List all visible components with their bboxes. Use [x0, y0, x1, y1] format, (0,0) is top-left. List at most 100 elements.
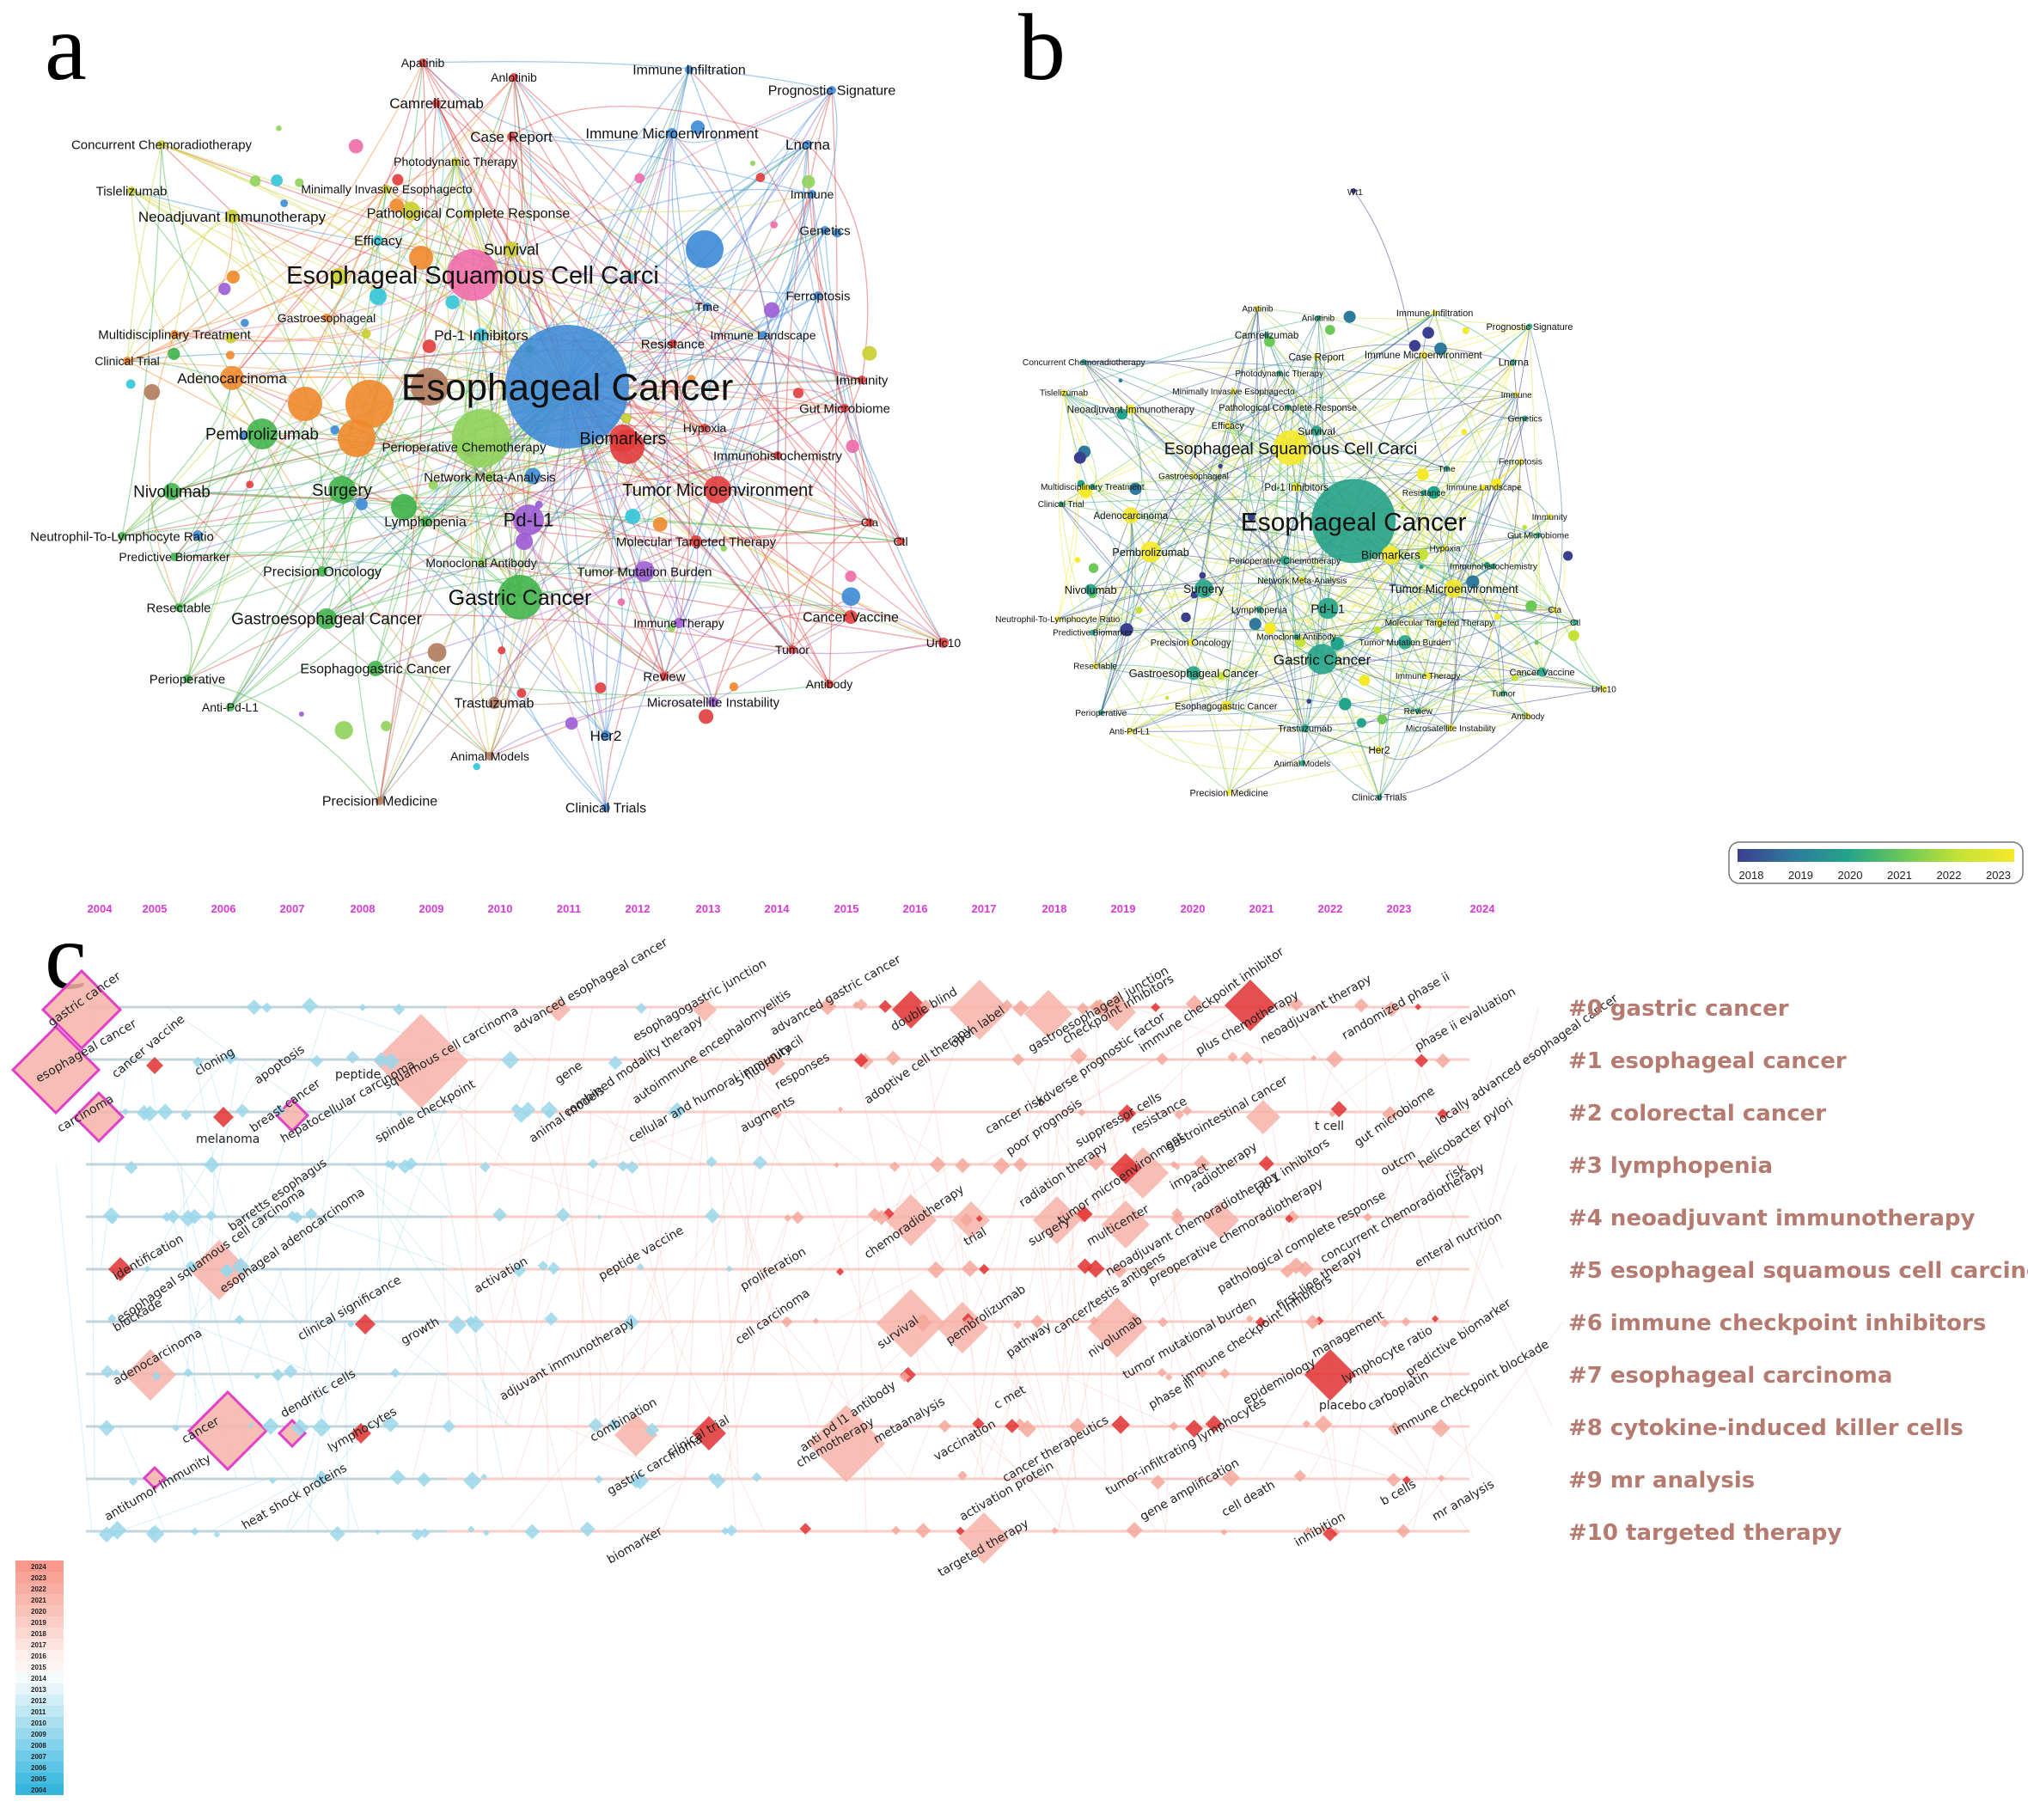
overlay-node-surgery: [1194, 579, 1213, 598]
network-edge: [467, 212, 495, 336]
timeline-node: [855, 998, 868, 1011]
network-edge: [326, 317, 521, 598]
network-edge: [375, 274, 473, 669]
overlay-edge: [1083, 361, 1529, 717]
label-gastroesophageal: Gastroesophageal: [278, 311, 376, 325]
label-tme-abbr: Tme: [695, 300, 719, 314]
network-node: [370, 288, 387, 305]
node-immune-landscape: [759, 331, 767, 339]
overlay-edge: [1225, 534, 1539, 706]
timeline-node: [185, 1260, 197, 1272]
timeline-node: [725, 1524, 738, 1537]
network-edge: [493, 616, 852, 705]
overlay-label-network-ma: Network Meta-Analysis: [1257, 577, 1347, 586]
network-edge: [131, 190, 568, 388]
network-edge: [161, 144, 764, 336]
timeline-node: [835, 1267, 845, 1276]
overlay-edge: [1190, 308, 1258, 643]
network-edge: [231, 76, 515, 379]
legend-year: 2021: [31, 1597, 46, 1604]
colorbar-tick: 2023: [1986, 869, 2011, 882]
year-label: 2007: [280, 902, 305, 915]
timeline-node: [873, 1209, 889, 1225]
overlay-node-network-ma: [1298, 577, 1306, 584]
overlay-node-resistance: [1420, 490, 1427, 496]
network-edge: [326, 562, 645, 620]
timeline-link: [609, 1478, 683, 1532]
timeline-link: [605, 1111, 642, 1165]
overlay-label-tislelizumab: Tislelizumab: [1040, 388, 1089, 398]
overlay-edge: [1257, 308, 1317, 357]
overlay-node: [1120, 623, 1133, 637]
timeline-node: [1078, 1108, 1086, 1117]
overlay-edge: [1189, 673, 1227, 711]
timeline-node: [693, 998, 717, 1022]
year-label: 2010: [488, 902, 513, 915]
label-mie: Minimally Invasive Esophagecto: [301, 182, 472, 196]
network-edge: [622, 437, 944, 644]
network-edge: [186, 678, 381, 802]
overlay-edge: [1084, 361, 1447, 469]
timeline-node: [1353, 998, 1369, 1013]
node-trastuzumab: [488, 697, 500, 709]
timeline-node: [102, 1206, 120, 1225]
timeline-node: [72, 1090, 125, 1144]
network-edge: [811, 193, 944, 644]
node-ferroptosis: [814, 291, 822, 300]
overlay-edge: [1057, 618, 1439, 623]
legend-swatch: [15, 1750, 64, 1762]
network-edge: [379, 248, 512, 802]
timeline-node: [205, 1210, 217, 1222]
overlay-label-lncrna: Lncrna: [1499, 358, 1530, 369]
label-survival: Survival: [484, 241, 539, 258]
network-node: [271, 174, 284, 186]
overlay-edge: [1083, 361, 1303, 581]
network-edge: [379, 248, 512, 802]
timeline-node: [799, 1523, 812, 1535]
overlay-node: [1373, 626, 1382, 634]
timeline-node: [1087, 1153, 1105, 1171]
timeline-link: [756, 1321, 811, 1375]
timeline-link: [614, 1216, 724, 1375]
timeline-node: [375, 1529, 381, 1536]
overlay-edge: [1423, 492, 1543, 673]
overlay-node-lncrna: [1510, 358, 1517, 365]
legend-year: 2007: [31, 1753, 46, 1761]
timeline-node: [246, 999, 262, 1016]
timeline-node: [588, 1417, 603, 1433]
label-anlotinib: Anlotinib: [491, 70, 537, 84]
network-edge: [791, 601, 852, 650]
overlay-edge: [1301, 318, 1324, 764]
overlay-node: [1306, 699, 1312, 704]
overlay-edge: [1290, 447, 1429, 676]
overlay-label-conc-crt: Concurrent Chemoradiotherapy: [1023, 358, 1146, 368]
legend-swatch: [15, 1739, 64, 1750]
overlay-edge: [1090, 583, 1555, 611]
overlay-node: [1351, 188, 1356, 193]
timeline-link: [833, 1268, 931, 1322]
overlay-node: [1074, 557, 1081, 563]
overlay-edge: [1092, 628, 1542, 673]
timeline-node: [124, 1160, 138, 1175]
timeline-link: [752, 1059, 761, 1113]
node-tmb: [634, 561, 655, 582]
label-url10: Urlc10: [926, 636, 962, 650]
cluster-label: #7 esophageal carcinoma: [1568, 1363, 1892, 1389]
legend-swatch: [15, 1594, 64, 1605]
overlay-node-ihc: [1490, 563, 1497, 570]
overlay-edge: [1227, 424, 1406, 643]
overlay-node-ferroptosis: [1517, 458, 1524, 465]
node-conc-crt: [157, 140, 166, 149]
overlay-label-nlr: Neutrophil-To-Lymphocyte Ratio: [995, 615, 1120, 625]
timeline-node: [892, 991, 930, 1029]
overlay-edge: [1100, 588, 1205, 713]
timeline-link: [307, 1268, 340, 1532]
overlay-edge: [1316, 431, 1380, 797]
timeline-node: [784, 1213, 792, 1222]
overlay-edge: [1316, 356, 1525, 419]
overlay-edge: [1439, 486, 1485, 623]
overlay-label-clinical-trial: Clinical Trial: [1038, 500, 1084, 510]
timeline-node: [511, 1262, 527, 1278]
network-edge: [178, 386, 568, 608]
network-edge: [121, 188, 388, 537]
